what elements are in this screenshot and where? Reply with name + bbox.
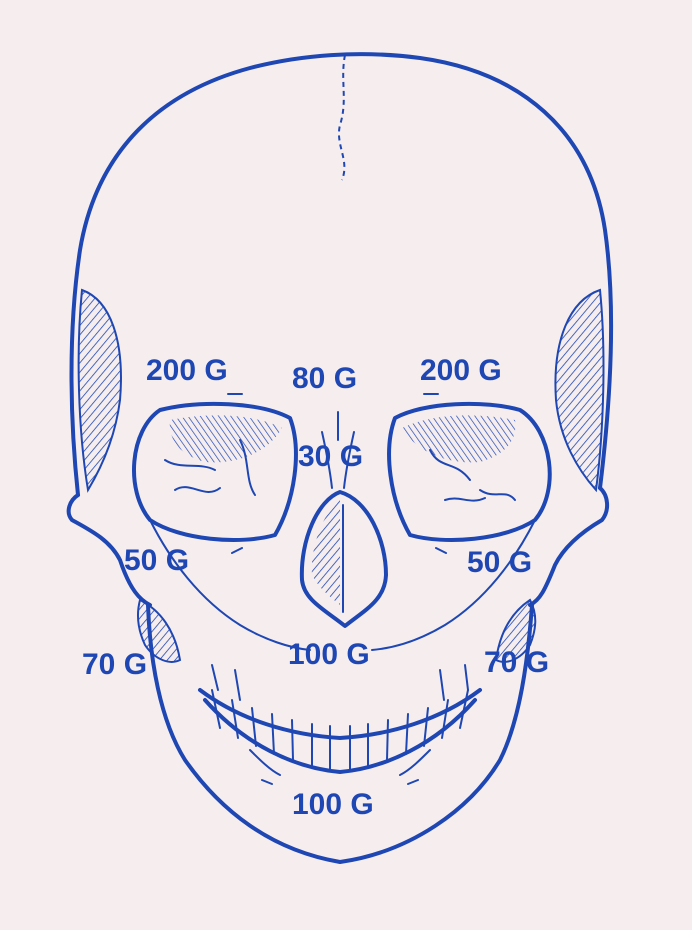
label-mandible-angle-left: 70 G xyxy=(82,650,147,680)
label-zygoma-right: 50 G xyxy=(467,548,532,578)
label-supraorbital-left: 200 G xyxy=(146,356,228,386)
label-nasal: 30 G xyxy=(298,442,363,472)
label-mandible-symphysis: 100 G xyxy=(292,790,374,820)
label-glabella: 80 G xyxy=(292,364,357,394)
label-zygoma-left: 50 G xyxy=(124,546,189,576)
label-mandible-angle-right: 70 G xyxy=(484,648,549,678)
sagittal-suture xyxy=(339,55,345,180)
upper-teeth-line xyxy=(200,690,480,738)
temporal-left-shading xyxy=(79,290,121,490)
temporal-right-shading xyxy=(555,290,603,490)
orbit-left-shading xyxy=(170,415,282,462)
label-supraorbital-right: 200 G xyxy=(420,356,502,386)
orbit-right-shading xyxy=(402,415,515,462)
label-maxilla: 100 G xyxy=(288,640,370,670)
